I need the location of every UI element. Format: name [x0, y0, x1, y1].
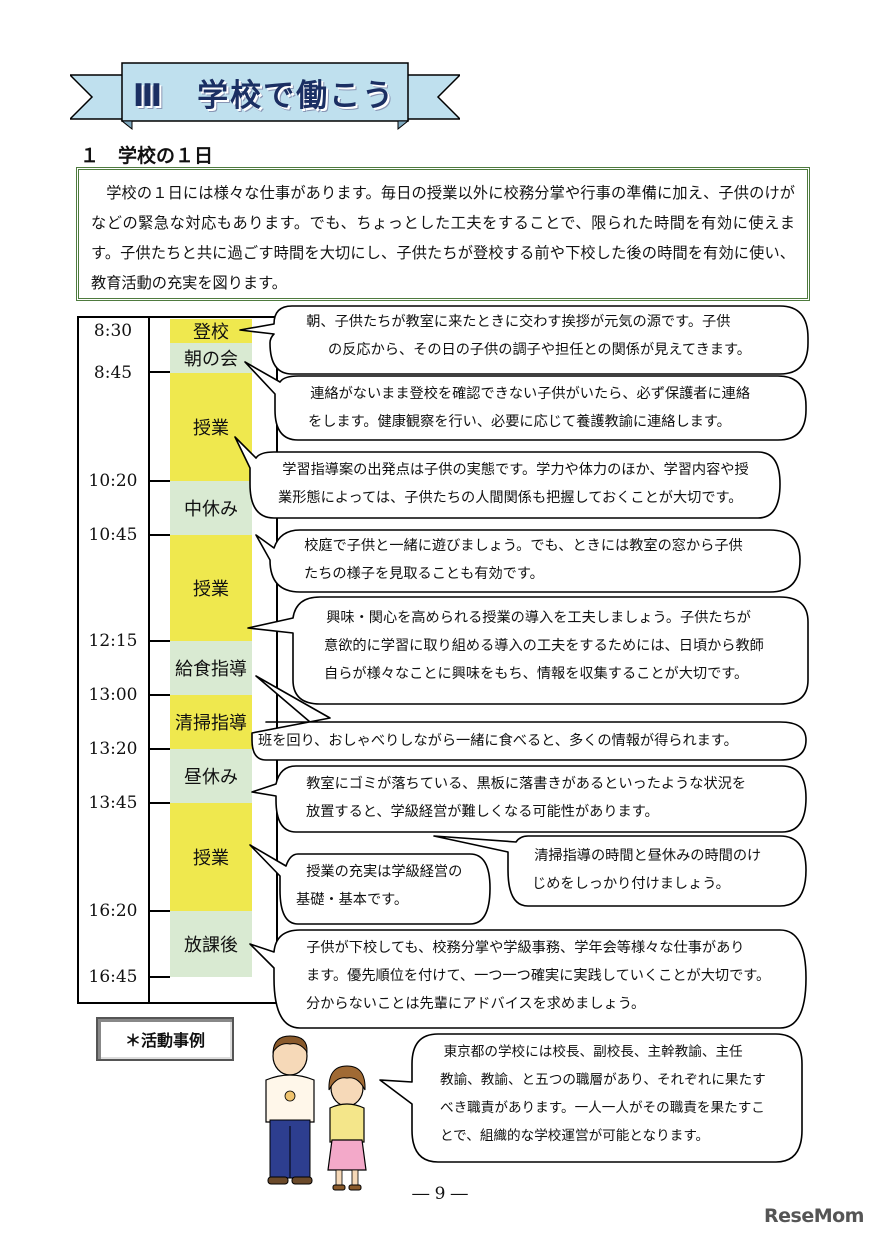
callout-bubble-morning-meeting	[244, 361, 807, 441]
timeline-tick	[148, 910, 170, 912]
time-label: 8:30	[93, 321, 133, 341]
callout-text-cleaning: 清掃指導の時間と昼休みの時間のけ じめをしっかり付けましょう。	[532, 848, 762, 892]
callout-text-lesson-2: 興味・関心を高められる授業の導入を工夫しましょう。子供たちが 意欲的に学習に取り…	[324, 610, 764, 682]
callout-bubble-arrival	[239, 305, 809, 375]
teachers-illustration	[265, 1035, 367, 1191]
callout-text-mid-break: 校庭で子供と一緒に遊びましょう。でも、ときには教室の窓から子供 たちの様子を見取…	[304, 538, 743, 582]
time-label: 10:45	[88, 525, 138, 545]
time-label: 10:20	[88, 471, 138, 491]
callout-text-arrival: 朝、子供たちが教室に来たときに交わす挨拶が元気の源です。子供 の反応から、その日…	[306, 314, 751, 358]
timeline-tick	[148, 371, 170, 373]
timeline-block-lesson-1: 授業	[170, 373, 252, 481]
timeline-tick	[148, 802, 170, 804]
timeline-tick	[148, 694, 170, 696]
time-label: 13:45	[88, 793, 138, 813]
callout-bubble-lunch	[251, 675, 807, 761]
callout-bubble-lesson-2	[247, 596, 809, 705]
time-label: 12:15	[88, 631, 138, 651]
timeline-block-lesson-2: 授業	[170, 535, 252, 641]
callout-text-lesson-1: 学習指導案の出発点は子供の実態です。学力や体力のほか、学習内容や授 業形態によっ…	[278, 462, 749, 506]
time-label: 8:45	[93, 363, 133, 383]
callout-bubble-lesson-3	[249, 844, 491, 925]
chapter-title: Ⅲ 学校で働こう	[132, 77, 396, 114]
timeline-tick	[148, 976, 170, 978]
time-label: 16:20	[88, 901, 138, 921]
section-heading: １ 学校の１日	[80, 145, 214, 167]
resemom-watermark: ReseMom	[764, 1205, 864, 1227]
timeline-tick	[148, 640, 170, 642]
time-label: 16:45	[88, 967, 138, 987]
activity-example-label: ＊活動事例	[96, 1017, 234, 1061]
chapter-banner-ribbon	[70, 62, 460, 131]
callout-bubble-lesson-1	[234, 436, 781, 519]
timeline-block-arrival: 登校	[170, 319, 252, 343]
timeline-tick	[148, 748, 170, 750]
timeline-block-cleaning: 清掃指導	[170, 695, 252, 749]
callout-bubble-cleaning	[433, 835, 807, 907]
callout-bubble-mid-break	[255, 529, 801, 593]
time-label: 13:20	[88, 739, 138, 759]
callout-text-staff-structure: 東京都の学校には校長、副校長、主幹教諭、主任 教諭、教諭、と五つの職層があり、そ…	[440, 1044, 766, 1144]
timeline-block-lesson-3: 授業	[170, 803, 252, 911]
callout-bubble-after-school	[249, 929, 807, 1029]
timeline-frame	[77, 316, 278, 1004]
timeline-tick	[148, 480, 170, 482]
callout-bubble-lunch-break	[251, 765, 807, 833]
intro-text: 学校の１日には様々な仕事があります。毎日の授業以外に校務分掌や行事の準備に加え、…	[91, 184, 795, 292]
timeline-block-lunch: 給食指導	[170, 641, 252, 695]
timeline-block-mid-break: 中休み	[170, 481, 252, 535]
timeline-block-after-school: 放課後	[170, 911, 252, 977]
timeline-axis	[148, 318, 150, 1003]
callout-text-morning-meeting: 連絡がないまま登校を確認できない子供がいたら、必ず保護者に連絡 をします。健康観…	[308, 386, 751, 430]
time-label: 13:00	[88, 685, 138, 705]
callout-text-lunch-break: 教室にゴミが落ちている、黒板に落書きがあるといったような状況を 放置すると、学級…	[306, 776, 747, 820]
callout-bubble-staff-structure	[379, 1033, 803, 1163]
timeline-tick	[148, 534, 170, 536]
intro-box: 学校の１日には様々な仕事があります。毎日の授業以外に校務分掌や行事の準備に加え、…	[76, 167, 810, 301]
callout-text-lesson-3: 授業の充実は学級経営の 基礎・基本です。	[296, 864, 463, 908]
callout-text-lunch: 班を回り、おしゃべりしながら一緒に食べると、多くの情報が得られます。	[258, 733, 738, 749]
timeline-block-lunch-break: 昼休み	[170, 749, 252, 803]
timeline-block-morning-meeting: 朝の会	[170, 343, 252, 373]
callout-text-after-school: 子供が下校しても、校務分掌や学級事務、学年会等様々な仕事があり ます。優先順位を…	[306, 940, 771, 1012]
page-number: ― 9 ―	[412, 1184, 468, 1204]
